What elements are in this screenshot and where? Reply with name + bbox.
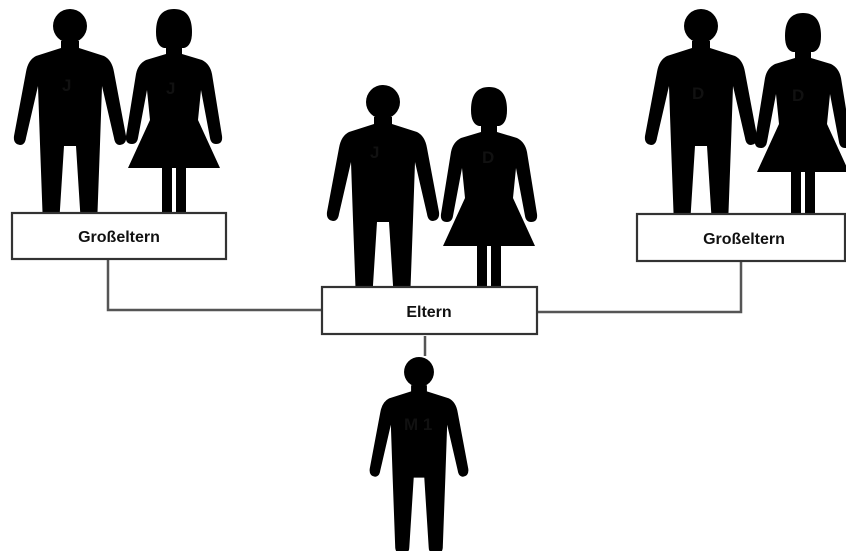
mother-figure — [440, 87, 538, 310]
father-label: J — [370, 143, 379, 162]
grandmother-right-figure — [754, 13, 846, 236]
grandmother-left-label: J — [166, 79, 175, 98]
connector-lines — [106, 259, 743, 356]
grandmother-right-label: D — [792, 86, 804, 105]
father-figure — [326, 85, 440, 310]
grandmother-left-figure — [125, 9, 223, 232]
child-figure — [369, 357, 469, 551]
grandparents-right-label: Großeltern — [703, 231, 785, 248]
parents-box: Eltern — [320, 285, 539, 336]
child-label: M 1 — [404, 415, 432, 434]
connector-right — [537, 261, 743, 314]
mother-label: D — [482, 148, 494, 167]
grandfather-right-figure — [644, 9, 758, 234]
connector-left — [106, 259, 322, 312]
grandparents-left-box: Großeltern — [10, 211, 228, 261]
grandparents-left-label: Großeltern — [78, 229, 160, 246]
grandparents-right-box: Großeltern — [635, 212, 846, 263]
parents-label: Eltern — [406, 304, 451, 321]
grandfather-right-label: D — [692, 84, 704, 103]
grandfather-left-figure — [13, 9, 127, 234]
grandfather-left-label: J — [62, 76, 71, 95]
